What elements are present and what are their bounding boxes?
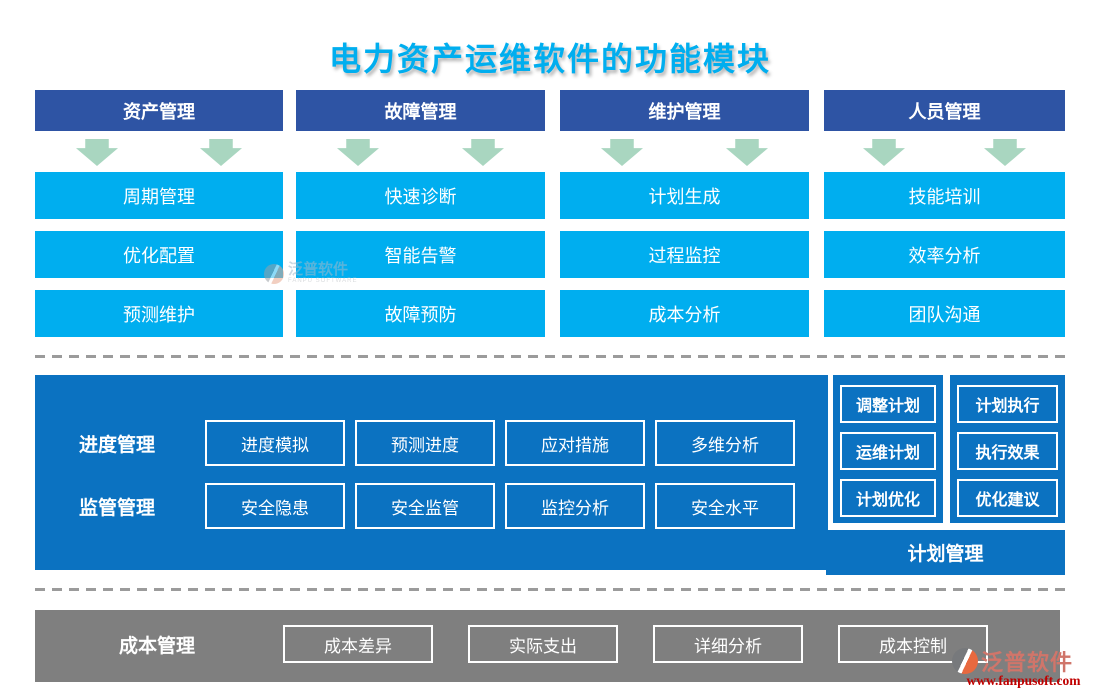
progress-box: 预测进度 <box>355 420 495 466</box>
supervision-box: 安全水平 <box>655 483 795 529</box>
supervision-box: 安全隐患 <box>205 483 345 529</box>
module-box: 技能培训 <box>824 172 1065 219</box>
module-box: 成本分析 <box>560 290 809 337</box>
supervision-box: 安全监管 <box>355 483 495 529</box>
cost-bar-label: 成本管理 <box>118 635 195 657</box>
plan-management-bar: 计划管理 <box>826 530 1065 575</box>
progress-box: 应对措施 <box>505 420 645 466</box>
dashed-divider <box>35 355 1065 358</box>
page-title: 电力资产运维软件的功能模块 <box>328 41 771 77</box>
module-box: 预测维护 <box>35 290 283 337</box>
module-box: 计划生成 <box>560 172 809 219</box>
center-watermark: 泛普软件 FANPU SOFTWARE <box>264 262 357 285</box>
module-box: 快速诊断 <box>296 172 545 219</box>
cost-box: 详细分析 <box>653 625 803 663</box>
column-header-asset: 资产管理 <box>35 90 283 131</box>
module-box: 过程监控 <box>560 231 809 278</box>
module-box: 智能告警 <box>296 231 545 278</box>
fanpu-logo: 泛普软件 <box>952 645 1073 677</box>
plan-box: 计划执行 <box>957 385 1058 423</box>
plan-panel-right: 计划执行 执行效果 优化建议 <box>950 375 1065 523</box>
fanpu-logo-text: 泛普软件 <box>981 650 1074 675</box>
column-header-personnel: 人员管理 <box>824 90 1065 131</box>
watermark-logo-icon <box>264 263 284 284</box>
down-arrow-icon <box>337 139 379 166</box>
plan-box: 运维计划 <box>840 432 936 470</box>
cost-management-bar: 成本管理 成本差异 实际支出 详细分析 成本控制 <box>35 610 1060 682</box>
plan-box: 执行效果 <box>957 432 1058 470</box>
supervision-box: 监控分析 <box>505 483 645 529</box>
watermark-text: 泛普软件 <box>288 261 349 278</box>
module-box: 优化配置 <box>35 231 283 278</box>
plan-panel-left: 调整计划 运维计划 计划优化 <box>833 375 943 523</box>
cost-box: 成本控制 <box>838 625 988 663</box>
down-arrow-icon <box>76 139 118 166</box>
module-box: 团队沟通 <box>824 290 1065 337</box>
down-arrow-icon <box>726 139 768 166</box>
plan-box: 调整计划 <box>840 385 936 423</box>
plan-box: 计划优化 <box>840 479 936 517</box>
column-header-fault: 故障管理 <box>296 90 545 131</box>
supervision-row-label: 监管管理 <box>78 497 155 519</box>
module-box: 效率分析 <box>824 231 1065 278</box>
cost-box: 成本差异 <box>283 625 433 663</box>
module-box: 故障预防 <box>296 290 545 337</box>
module-box: 周期管理 <box>35 172 283 219</box>
progress-supervision-panel <box>35 375 828 570</box>
dashed-divider <box>35 588 1065 591</box>
watermark-subtext: FANPU SOFTWARE <box>288 278 358 284</box>
fanpu-logo-icon <box>952 648 978 674</box>
down-arrow-icon <box>863 139 905 166</box>
plan-box: 优化建议 <box>957 479 1058 517</box>
down-arrow-icon <box>984 139 1026 166</box>
cost-box: 实际支出 <box>468 625 618 663</box>
progress-box: 多维分析 <box>655 420 795 466</box>
down-arrow-icon <box>462 139 504 166</box>
progress-row-label: 进度管理 <box>78 434 155 456</box>
down-arrow-icon <box>200 139 242 166</box>
down-arrow-icon <box>601 139 643 166</box>
fanpu-logo-url: www.fanpusoft.com <box>966 673 1081 688</box>
progress-box: 进度模拟 <box>205 420 345 466</box>
column-header-maintenance: 维护管理 <box>560 90 809 131</box>
